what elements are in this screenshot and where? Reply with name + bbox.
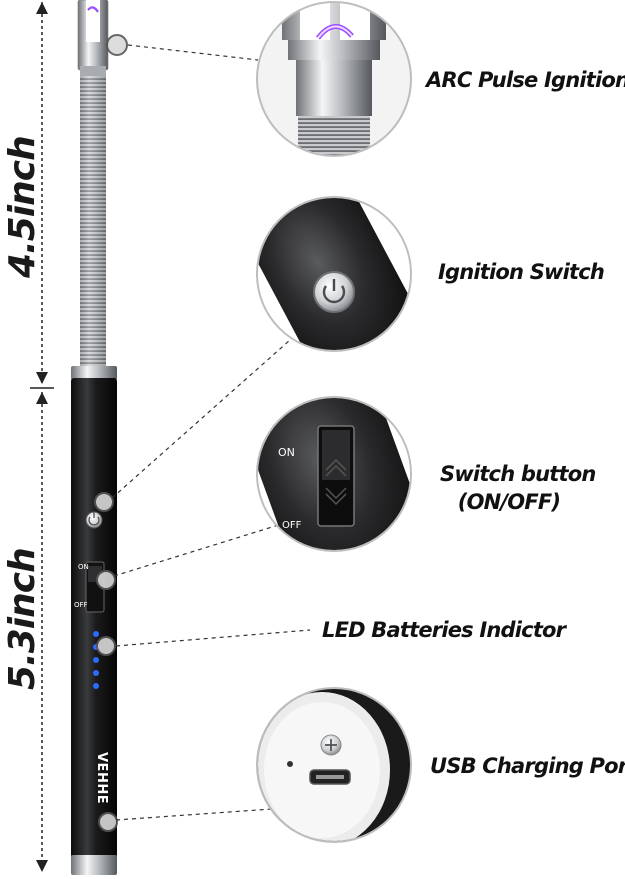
led-dot bbox=[93, 683, 99, 689]
zoom-switch-on-text: ON bbox=[278, 446, 295, 459]
dimension-bottom-label: 5.3inch bbox=[2, 548, 43, 690]
led-dot bbox=[93, 631, 99, 637]
zoom-switch-off-text: OFF bbox=[282, 520, 302, 531]
usb-charging-port-label: USB Charging Port bbox=[430, 754, 625, 778]
led-dot bbox=[93, 670, 99, 676]
led-batteries-indicator-label: LED Batteries Indictor bbox=[322, 618, 566, 642]
dimension-markers bbox=[30, 2, 54, 872]
callout-markers bbox=[94, 34, 128, 832]
switch-button-label-line2: (ON/OFF) bbox=[457, 490, 561, 514]
zoom-switch-button: ON OFF bbox=[256, 396, 412, 552]
switch-button-label: Switch button (ON/OFF) bbox=[440, 462, 596, 514]
dimension-top-label: 4.5inch bbox=[2, 136, 43, 278]
switch-button-label-line1: Switch button bbox=[440, 462, 596, 486]
led-dot bbox=[93, 657, 99, 663]
leader-lines bbox=[111, 44, 311, 821]
brand-text: VEHHE bbox=[94, 752, 109, 804]
arc-pulse-ignition-label: ARC Pulse Ignition bbox=[426, 68, 625, 92]
lighter-device: ON OFF VEHHE bbox=[71, 0, 117, 875]
led-indicators bbox=[93, 631, 99, 689]
switch-off-text: OFF bbox=[74, 601, 88, 609]
zoom-usb-port bbox=[256, 687, 412, 843]
switch-on-text: ON bbox=[78, 563, 89, 571]
zoom-ignition-switch bbox=[256, 196, 412, 352]
ignition-switch-label: Ignition Switch bbox=[438, 260, 605, 284]
zoom-arc-ignition bbox=[256, 1, 412, 157]
